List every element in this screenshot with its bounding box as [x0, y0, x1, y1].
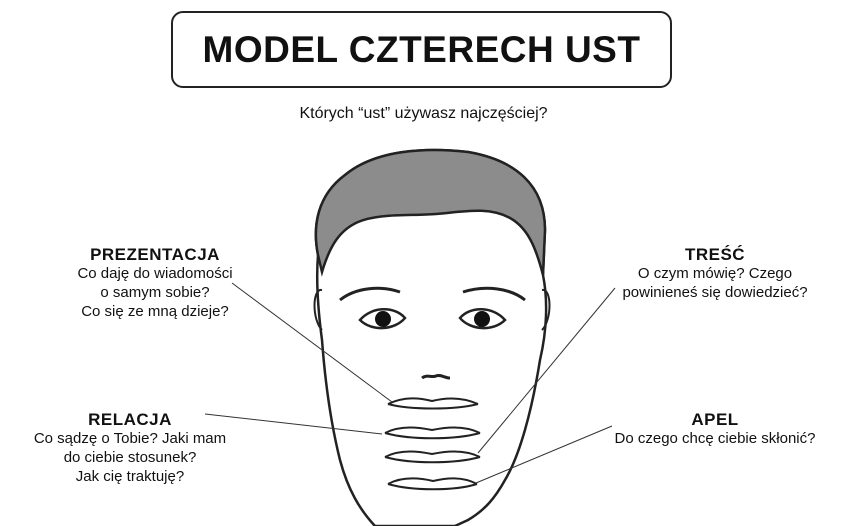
title-box: MODEL CZTERECH UST: [171, 11, 672, 88]
label-tresc: TREŚĆ O czym mówię? Czego powinieneś się…: [585, 245, 845, 302]
label-heading: RELACJA: [0, 410, 260, 429]
label-heading: TREŚĆ: [585, 245, 845, 264]
label-line: Co sądzę o Tobie? Jaki mam: [0, 429, 260, 448]
label-line: do ciebie stosunek?: [0, 448, 260, 467]
label-line: powinieneś się dowiedzieć?: [585, 283, 845, 302]
nose: [422, 375, 450, 378]
label-line: Do czego chcę ciebie skłonić?: [590, 429, 840, 448]
label-line: Co się ze mną dzieje?: [40, 302, 270, 321]
label-line: Co daję do wiadomości: [40, 264, 270, 283]
label-line: o samym sobie?: [40, 283, 270, 302]
label-line: O czym mówię? Czego: [585, 264, 845, 283]
label-apel: APEL Do czego chcę ciebie skłonić?: [590, 410, 840, 448]
right-pupil: [474, 311, 490, 327]
left-pupil: [375, 311, 391, 327]
label-prezentacja: PREZENTACJA Co daję do wiadomości o samy…: [40, 245, 270, 321]
label-relacja: RELACJA Co sądzę o Tobie? Jaki mam do ci…: [0, 410, 260, 486]
label-heading: PREZENTACJA: [40, 245, 270, 264]
diagram-title: MODEL CZTERECH UST: [203, 29, 641, 71]
diagram-subtitle: Których “ust” używasz najczęściej?: [0, 105, 847, 123]
label-heading: APEL: [590, 410, 840, 429]
label-line: Jak cię traktuję?: [0, 467, 260, 486]
